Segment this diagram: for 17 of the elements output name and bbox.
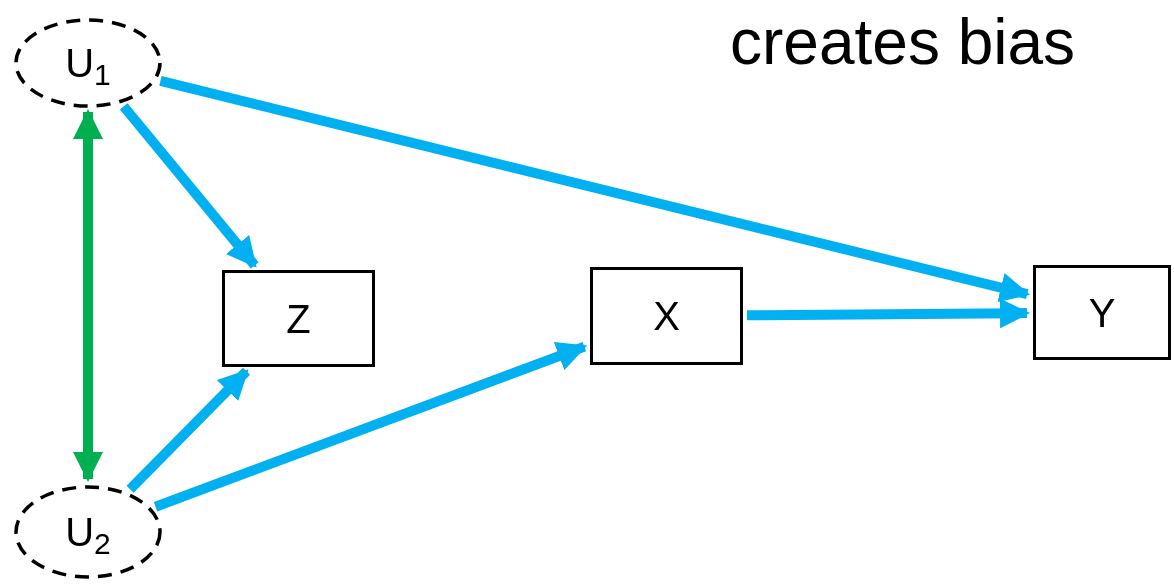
arrow <box>159 75 1031 303</box>
heading-text: creates bias <box>730 10 1076 74</box>
arrow <box>153 341 588 512</box>
box <box>222 270 375 367</box>
node-label: Z <box>286 298 311 339</box>
node-label: U$_{2}$ <box>65 512 111 552</box>
arrow <box>126 367 251 493</box>
node-label: X <box>653 296 680 336</box>
box <box>590 267 743 365</box>
dashed-ellipse <box>14 485 162 579</box>
arrow <box>73 109 103 482</box>
node-label: U$_{1}$ <box>65 43 111 83</box>
dashed-ellipse <box>14 18 162 108</box>
arrow <box>746 298 1030 329</box>
box <box>1033 265 1171 360</box>
arrow <box>119 103 259 269</box>
node-label: Y <box>1088 292 1116 333</box>
